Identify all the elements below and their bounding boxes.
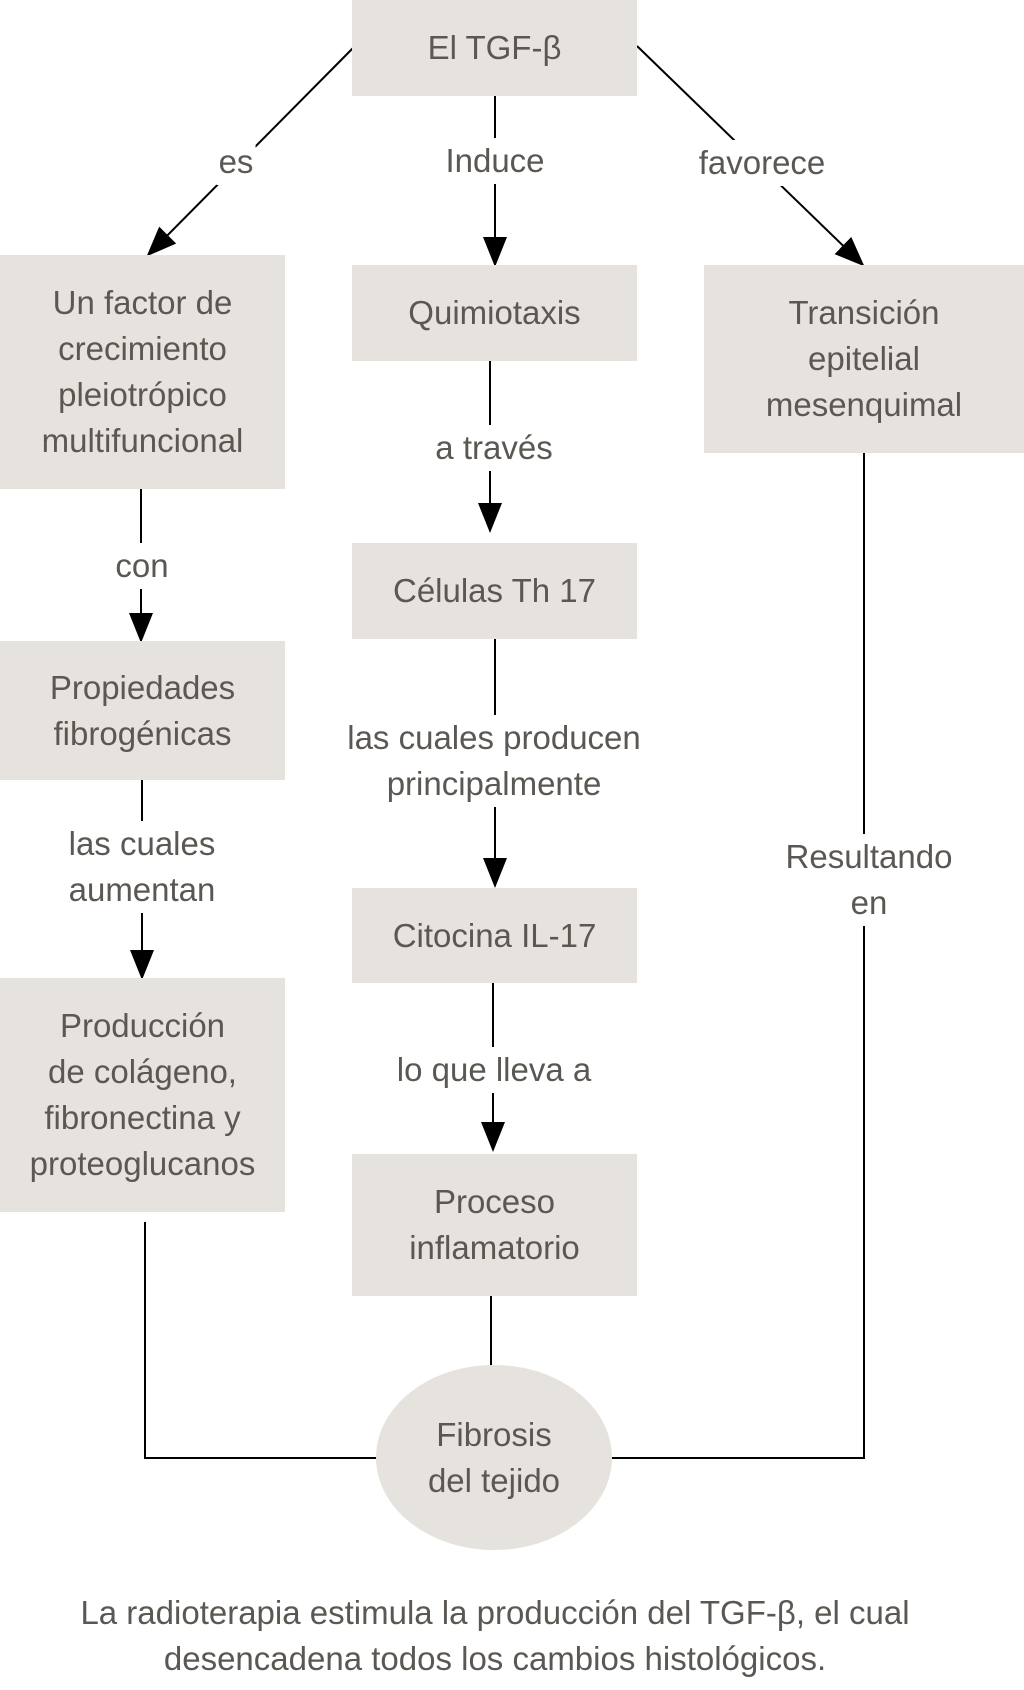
edge-label-favorece: favorece bbox=[696, 140, 828, 186]
edge-label-las-cuales-aumentan: las cuales aumentan bbox=[66, 821, 218, 913]
node-propiedades-text: Propiedades fibrogénicas bbox=[49, 668, 236, 752]
node-citocina-text: Citocina IL-17 bbox=[392, 916, 597, 954]
node-fibrosis: Fibrosis del tejido bbox=[376, 1365, 612, 1550]
node-transicion: Transición epitelial mesenquimal bbox=[704, 265, 1024, 453]
node-transicion-text: Transición epitelial mesenquimal bbox=[765, 294, 963, 423]
node-tgf-beta: El TGF-β bbox=[352, 0, 637, 96]
edge-label-con: con bbox=[113, 543, 171, 589]
edge-label-a-traves: a través bbox=[433, 425, 555, 471]
node-factor-crecimiento: Un factor de crecimiento pleiotrópico mu… bbox=[0, 255, 285, 489]
node-celulas-th17-text: Células Th 17 bbox=[392, 572, 596, 609]
node-produccion-text: Producción de colágeno, fibronectina y p… bbox=[29, 1007, 256, 1182]
edge-label-lo-que-lleva: lo que lleva a bbox=[394, 1047, 594, 1093]
node-fibrosis-text: Fibrosis del tejido bbox=[427, 1415, 561, 1499]
node-propiedades: Propiedades fibrogénicas bbox=[0, 641, 285, 780]
node-celulas-th17: Células Th 17 bbox=[352, 543, 637, 639]
edge-produccion-fibrosis bbox=[144, 1222, 378, 1459]
node-proceso: Proceso inflamatorio bbox=[352, 1154, 637, 1296]
figure-caption: La radioterapia estimula la producción d… bbox=[80, 1594, 910, 1677]
edge-label-resultando: Resultando en bbox=[783, 834, 955, 926]
edge-label-es: es bbox=[216, 139, 256, 185]
node-produccion: Producción de colágeno, fibronectina y p… bbox=[0, 978, 285, 1212]
node-citocina: Citocina IL-17 bbox=[352, 888, 637, 983]
edge-label-las-cuales-producen: las cuales producen principalmente bbox=[345, 715, 643, 807]
node-quimiotaxis: Quimiotaxis bbox=[352, 265, 637, 361]
edge-label-induce: Induce bbox=[443, 138, 547, 184]
node-tgf-beta-text: El TGF-β bbox=[427, 29, 562, 66]
node-proceso-text: Proceso inflamatorio bbox=[409, 1183, 580, 1266]
node-quimiotaxis-text: Quimiotaxis bbox=[408, 294, 581, 331]
node-factor-crecimiento-text: Un factor de crecimiento pleiotrópico mu… bbox=[41, 284, 244, 459]
edge-transicion-fibrosis bbox=[612, 453, 865, 1459]
